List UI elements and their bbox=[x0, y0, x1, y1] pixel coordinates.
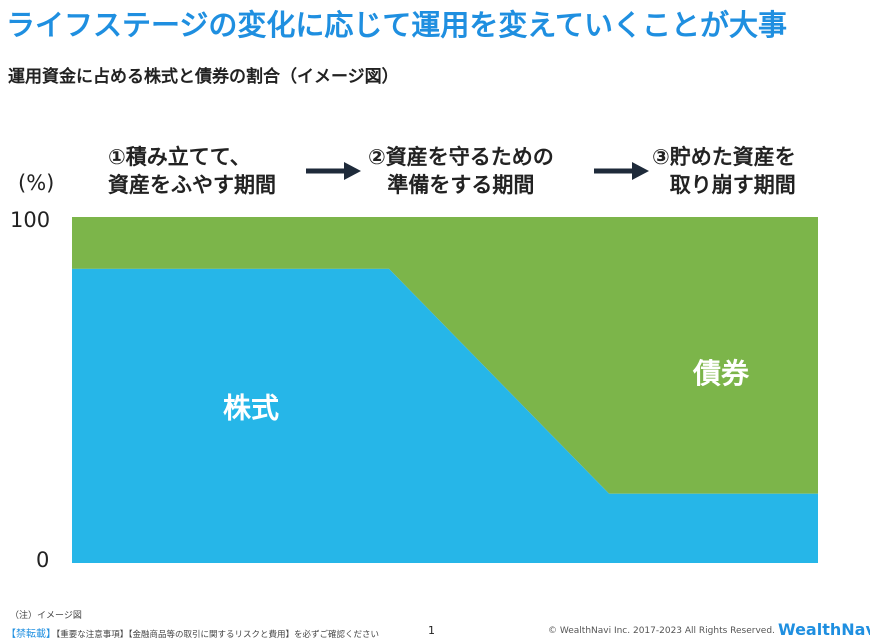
arrow-right-icon bbox=[594, 162, 649, 180]
footnote: （注）イメージ図 bbox=[10, 611, 82, 621]
phase-2-line2: 準備をする期間 bbox=[387, 173, 535, 197]
bond-series-label: 債券 bbox=[692, 357, 750, 390]
no-reprint-label: 【禁転載】 bbox=[6, 629, 56, 640]
phase-3-line2: 取り崩す期間 bbox=[669, 173, 796, 197]
bond-area bbox=[72, 217, 818, 494]
stock-area bbox=[72, 268, 818, 563]
phase-3-line1: ③貯めた資産を bbox=[652, 145, 796, 169]
wealthnavi-logo: WealthNavi bbox=[778, 620, 870, 639]
page-title: ライフステージの変化に応じて運用を変えていくことが大事 bbox=[6, 8, 787, 42]
phase-2-line1: ②資産を守るための bbox=[368, 145, 554, 169]
page-number: 1 bbox=[428, 624, 435, 637]
important-notice-link[interactable]: 【重要な注意事項】【金融商品等の取引に関するリスクと費用】を必ずご確認ください bbox=[56, 630, 380, 640]
phase-1-line2: 資産をふやす期間 bbox=[108, 173, 276, 197]
page-subtitle: 運用資金に占める株式と債券の割合（イメージ図） bbox=[8, 67, 399, 87]
copyright: © WealthNavi Inc. 2017-2023 All Rights R… bbox=[548, 626, 775, 636]
phase-3-label: ③貯めた資産を 取り崩す期間 bbox=[652, 143, 796, 199]
stock-series-label: 株式 bbox=[223, 392, 279, 425]
phase-2-label: ②資産を守るための 準備をする期間 bbox=[368, 143, 554, 199]
footer-disclaimer: 【禁転載】【重要な注意事項】【金融商品等の取引に関するリスクと費用】を必ずご確認… bbox=[6, 625, 379, 640]
arrow-right-icon bbox=[306, 162, 361, 180]
phase-1-line1: ①積み立てて、 bbox=[108, 145, 251, 169]
y-axis-unit: (%) bbox=[18, 171, 55, 195]
y-tick-0: 0 bbox=[36, 548, 50, 572]
y-tick-100: 100 bbox=[10, 208, 51, 232]
phase-1-label: ①積み立てて、 資産をふやす期間 bbox=[108, 143, 276, 199]
